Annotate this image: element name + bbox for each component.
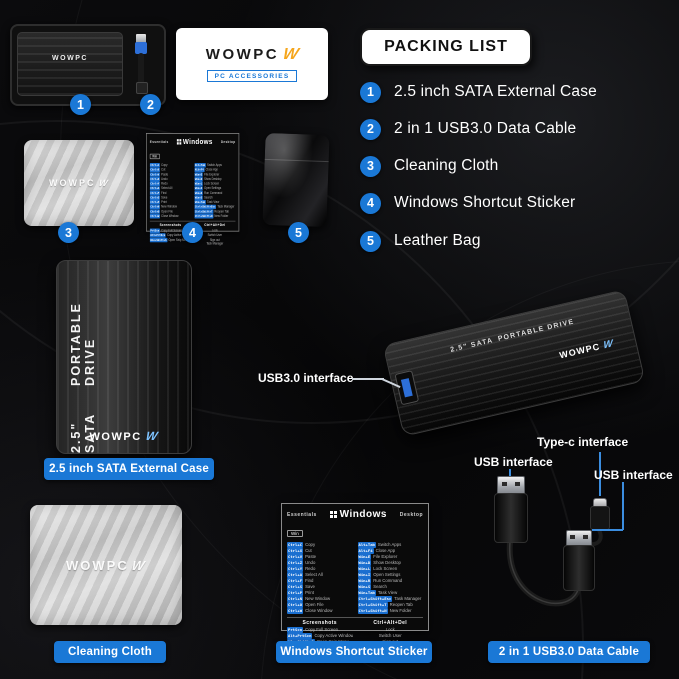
case-side-text: 2.5" SATA PORTABLE DRIVE: [449, 318, 576, 354]
callout-line: [622, 482, 624, 530]
usb-slot: [502, 482, 507, 486]
wowpc-w-logo-icon: W: [130, 557, 148, 573]
brand-card: WOWPC W PC ACCESSORIES: [176, 28, 328, 100]
packing-list-item: 5 Leather Bag: [360, 229, 481, 253]
usb-a-body-right: [563, 545, 595, 591]
sticker-product-label: Windows Shortcut Sticker: [276, 641, 432, 663]
brand-text: WOWPC: [89, 431, 142, 443]
packing-list-banner: PACKING LIST: [360, 28, 532, 66]
win-key: Win: [287, 530, 303, 537]
callout-line: [599, 452, 601, 496]
usb-slot: [570, 535, 575, 539]
packing-list-item: 3 Cleaning Cloth: [360, 154, 498, 178]
usb-blue-connector-icon: [135, 42, 147, 54]
sticker-header-left: Essentials: [149, 139, 169, 145]
external-case-thumb: WOWPC: [17, 32, 123, 96]
cleaning-cloth-thumbnail: WOWPC W: [24, 140, 134, 226]
bag-flap-line: [264, 158, 329, 163]
sticker-header-right: Desktop: [220, 139, 236, 145]
packing-list-item: 1 2.5 inch SATA External Case: [360, 80, 597, 104]
cable-wire: [138, 53, 144, 85]
wowpc-w-logo-icon: W: [602, 338, 614, 352]
wowpc-w-logo-icon: W: [281, 46, 301, 63]
usb-slot: [515, 482, 520, 486]
brand-name: WOWPC: [205, 46, 280, 63]
item-label: 2 in 1 USB3.0 Data Cable: [394, 120, 577, 137]
item-label: Leather Bag: [394, 232, 481, 249]
external-case-angled: 2.5" SATA PORTABLE DRIVE WOWPC W: [378, 289, 650, 438]
usb-plug-icon: [136, 82, 148, 94]
case-and-cable-thumbnail: WOWPC: [10, 24, 166, 106]
item-badge-2: 2: [360, 118, 381, 140]
screenshots-title: Screenshots: [159, 223, 182, 228]
callout-line: [592, 529, 623, 531]
usb-cable-thumb: [132, 34, 150, 94]
item-badge-4: 4: [182, 222, 203, 243]
callout-line: [509, 469, 511, 476]
item-label: Windows Shortcut Sticker: [394, 194, 576, 211]
item-badge-1: 1: [70, 94, 91, 115]
item-badge-3: 3: [58, 222, 79, 243]
item-label: 2.5 inch SATA External Case: [394, 83, 597, 100]
sticker-header-right: Desktop: [399, 511, 423, 518]
cleaning-cloth-product: WOWPC W: [30, 505, 182, 625]
windows-logo-icon: [329, 511, 333, 514]
usb-left-callout: USB interface: [474, 455, 553, 469]
cable-product-label: 2 in 1 USB3.0 Data Cable: [488, 641, 650, 663]
brand-text: WOWPC: [52, 55, 88, 62]
windows-logo-icon: [176, 139, 179, 142]
usb-a-plug-left: [497, 476, 525, 496]
packing-list-item: 2 2 in 1 USB3.0 Data Cable: [360, 117, 576, 141]
item-badge-4: 4: [360, 192, 381, 214]
brand-text: WOWPC: [558, 341, 602, 361]
sticker-title: Windows: [182, 137, 213, 147]
item-badge-5: 5: [288, 222, 309, 243]
cad-title: Ctrl+Alt+Del: [204, 223, 226, 228]
item-label: Cleaning Cloth: [394, 157, 499, 174]
leather-bag-thumbnail: [262, 132, 330, 228]
usb-plug-icon: [136, 34, 146, 43]
cad-items: Lock Switch User Sign out Task Manager: [206, 228, 224, 246]
type-c-adapter-body: [590, 506, 610, 530]
external-case-product: 2.5" SATA PORTABLE DRIVE WOWPC W: [56, 260, 192, 454]
cloth-product-label: Cleaning Cloth: [54, 641, 166, 663]
brand-text: WOWPC: [49, 178, 96, 188]
usb3-blue-tongue: [400, 378, 413, 398]
callout-line: [352, 378, 384, 380]
sticker-title: Windows: [339, 509, 387, 520]
item-badge-5: 5: [360, 230, 381, 252]
item-badge-3: 3: [360, 155, 381, 177]
usb-right-callout: USB interface: [594, 468, 673, 482]
wowpc-w-logo-icon: W: [144, 429, 160, 443]
usb-slot: [583, 535, 588, 539]
wowpc-w-logo-icon: W: [97, 178, 111, 188]
case-side-text: 2.5" SATA PORTABLE DRIVE: [69, 302, 97, 453]
usb3-interface-callout: USB3.0 interface: [258, 371, 354, 385]
brand-tagline: PC ACCESSORIES: [206, 70, 298, 82]
win-key: Win: [149, 153, 160, 160]
case-product-label: 2.5 inch SATA External Case: [44, 458, 214, 480]
type-c-callout: Type-c interface: [537, 435, 629, 449]
item-badge-1: 1: [360, 81, 381, 103]
screenshots-title: Screenshots: [302, 620, 337, 626]
sticker-header-left: Essentials: [287, 511, 317, 518]
brand-text: WOWPC: [66, 557, 129, 573]
packing-list-item: 4 Windows Shortcut Sticker: [360, 191, 575, 215]
item-badge-2: 2: [140, 94, 161, 115]
cad-title: Ctrl+Alt+Del: [373, 620, 408, 626]
usb3-port: [394, 370, 420, 406]
usb-a-body-left: [494, 493, 528, 543]
